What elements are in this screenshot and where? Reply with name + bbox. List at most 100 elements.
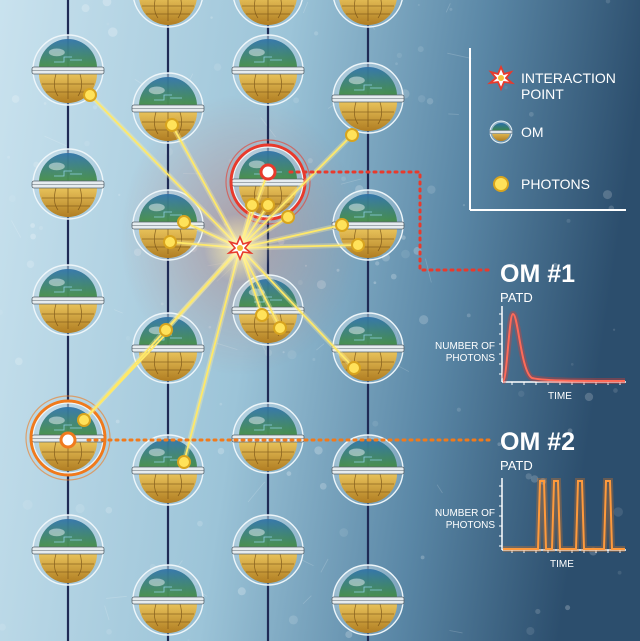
frost-speck: [373, 281, 377, 285]
frost-speck: [449, 7, 453, 11]
frost-speck: [427, 185, 436, 194]
legend-photons-label: PHOTONS: [521, 176, 590, 192]
frost-speck: [237, 587, 246, 596]
frost-speck: [102, 0, 112, 7]
photon-hit: [165, 118, 179, 132]
frost-speck: [11, 95, 20, 103]
optical-module: [331, 564, 405, 636]
photon-ray: [89, 94, 241, 249]
frost-speck: [530, 475, 539, 483]
photon-hit: [345, 128, 359, 142]
photon-hits: [77, 88, 365, 469]
frost-streak: [436, 484, 443, 494]
frost-streak: [425, 258, 432, 283]
frost-speck: [375, 261, 380, 266]
frost-speck: [613, 507, 623, 517]
om2-axis-ticks: [499, 485, 621, 553]
frost-speck: [339, 528, 349, 537]
frost-speck: [288, 615, 298, 625]
optical-module: [231, 146, 305, 218]
frost-speck: [115, 419, 120, 424]
frost-speck: [401, 235, 406, 240]
legend-interaction-label-line1: INTERACTION: [521, 70, 616, 86]
frost-speck: [108, 27, 118, 37]
photon-hit: [245, 198, 259, 212]
frost-speck: [617, 570, 622, 575]
frost-speck: [293, 97, 300, 104]
om2-subtitle: PATD: [500, 458, 533, 473]
photon-hit: [77, 413, 91, 427]
frost-speck: [605, 0, 611, 4]
frost-speck: [314, 446, 323, 455]
frost-speck: [286, 471, 292, 476]
optical-module: [233, 0, 303, 28]
frost-speck: [567, 428, 573, 434]
optical-module: [131, 312, 205, 384]
optical-module: [333, 0, 403, 28]
optical-module: [31, 514, 105, 586]
optical-module: [31, 34, 105, 106]
frost-speck: [417, 3, 420, 7]
frost-speck: [526, 627, 535, 636]
frost-speck: [584, 392, 594, 402]
optical-module: [131, 72, 205, 144]
photon-hit: [177, 455, 191, 469]
frost-speck: [504, 85, 508, 90]
photon-ray: [183, 247, 241, 463]
om1-connector-line: [288, 170, 492, 272]
om1-panel: OM #1 PATD NUMBER OF PHOTONS TIME: [435, 260, 626, 402]
optical-module: [31, 264, 105, 336]
frost-speck: [92, 105, 98, 110]
frost-speck: [612, 328, 616, 331]
frost-speck: [43, 102, 47, 105]
optical-module: [231, 514, 305, 586]
frost-speck: [105, 506, 113, 514]
om1-ylabel-line1: NUMBER OF: [435, 341, 495, 352]
om1-ylabel-line2: PHOTONS: [446, 353, 496, 364]
frost-speck: [314, 31, 319, 36]
frost-speck: [8, 195, 16, 203]
frost-streak: [302, 595, 312, 605]
frost-speck: [417, 46, 424, 53]
frost-streak: [445, 3, 451, 13]
optical-module: [331, 312, 405, 384]
frost-speck: [401, 249, 410, 259]
frost-streak: [448, 113, 459, 115]
frost-speck: [106, 628, 112, 635]
frost-streak: [104, 605, 110, 621]
frost-speck: [552, 262, 558, 269]
optical-module: [131, 434, 205, 506]
photon-hit: [255, 308, 269, 322]
frost-speck: [22, 499, 33, 510]
frost-speck: [210, 16, 213, 19]
legend-interaction-label-line2: POINT: [521, 86, 564, 102]
frost-speck: [570, 363, 574, 366]
frost-speck: [512, 262, 516, 266]
frost-streak: [447, 52, 472, 59]
frost-speck: [497, 442, 502, 447]
om1-subtitle: PATD: [500, 290, 533, 305]
frost-speck: [217, 447, 225, 455]
frost-speck: [462, 203, 466, 207]
frost-speck: [26, 260, 35, 268]
frost-speck: [528, 111, 534, 117]
optical-module: [31, 148, 105, 220]
frost-speck: [312, 358, 316, 361]
om2-xlabel: TIME: [550, 559, 574, 570]
optical-module: [331, 62, 405, 134]
optical-module: [231, 274, 305, 346]
frost-speck: [39, 226, 43, 230]
om2-pulse-train: [503, 480, 625, 550]
frost-speck: [456, 407, 461, 412]
frost-speck: [319, 482, 327, 490]
frost-speck: [345, 631, 353, 639]
photon-hit: [163, 235, 177, 249]
frost-speck: [219, 402, 223, 406]
om1-pulse-curve: [502, 312, 626, 382]
frost-streak: [449, 630, 463, 634]
photon-hit: [159, 323, 173, 337]
frost-speck: [197, 520, 203, 527]
frost-speck: [0, 309, 3, 316]
frost-speck: [75, 503, 85, 514]
om2-hit-marker: [59, 431, 77, 449]
